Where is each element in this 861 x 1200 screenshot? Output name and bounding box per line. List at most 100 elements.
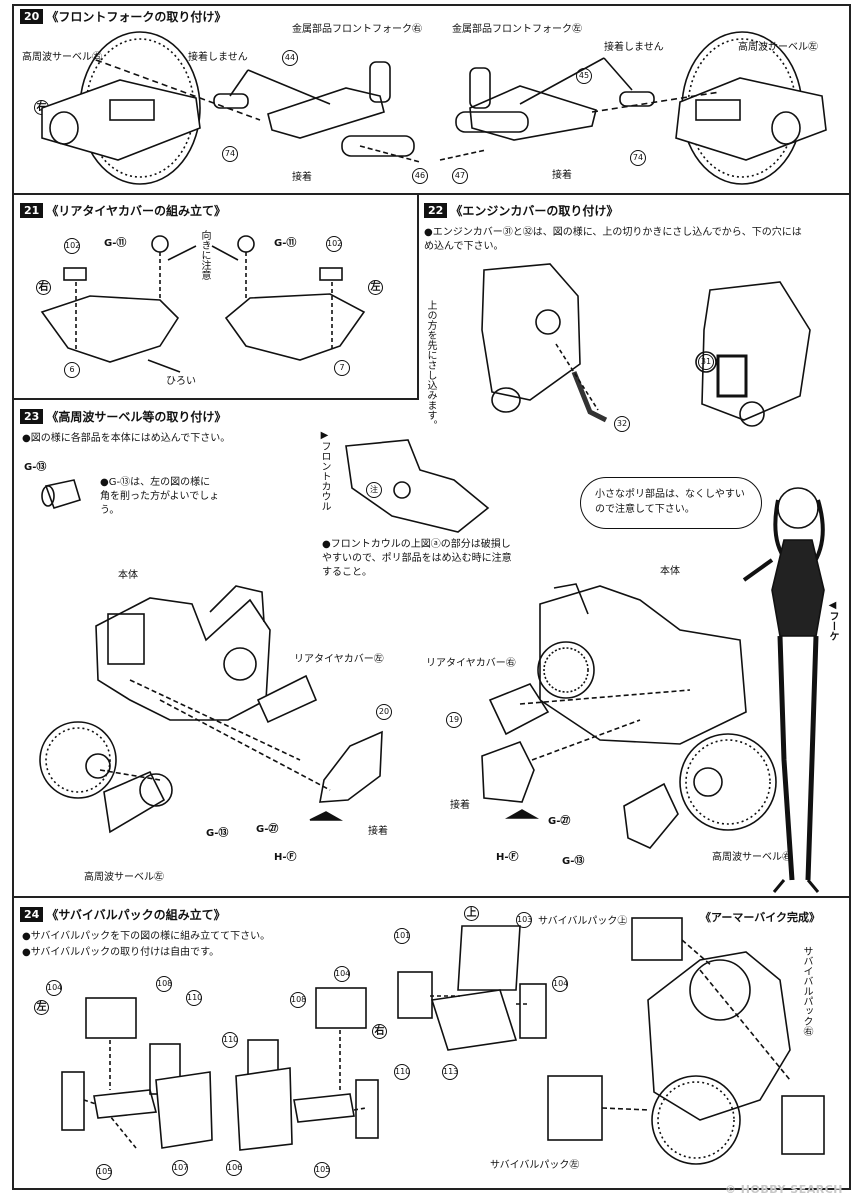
divider-21-22 <box>417 193 419 399</box>
part-number: 102 <box>64 238 80 254</box>
part-number: 20 <box>376 704 392 720</box>
step-23-header: 23 《高周波サーベル等の取り付け》 <box>20 408 226 425</box>
label-rear-cover-right: リアタイヤカバー㊨ <box>426 658 516 669</box>
part-number: 103 <box>516 912 532 928</box>
step-23-note: ●図の様に各部品を本体にはめ込んで下さい。 <box>22 433 231 444</box>
part-number: 107 <box>172 1160 188 1176</box>
part-number: 6 <box>64 362 80 378</box>
part-number: 104 <box>552 976 568 992</box>
page-frame <box>12 4 851 1190</box>
label-left: 左 <box>368 280 383 295</box>
part-number: 101 <box>394 928 410 944</box>
label-wide: ひろい <box>166 376 196 387</box>
part-number: 31 <box>698 354 714 370</box>
step-number: 23 <box>20 409 44 424</box>
label-saber-left: 高周波サーベル㊧ <box>84 872 164 883</box>
label-hf: H-Ⓕ <box>274 852 297 863</box>
part-number: 19 <box>446 712 462 728</box>
label-g11: G-⑪ <box>104 238 127 249</box>
step-23-illustration <box>39 439 825 893</box>
label-left: 左 <box>34 1000 49 1015</box>
part-number: 105 <box>96 1164 112 1180</box>
cowl-caution-mark: 注 <box>366 482 382 498</box>
label-glue: 接着 <box>450 800 470 811</box>
label-pack-top: サバイバルパック㊤ <box>538 916 628 927</box>
label-g27: G-㉗ <box>256 824 279 835</box>
label-saber-right: 高周波サーベル㊨ <box>22 52 102 63</box>
label-metal-fork-right: 金属部品フロントフォーク㊨ <box>292 24 422 35</box>
label-no-glue: 接着しません <box>604 42 664 53</box>
speech-bubble: 小さなポリ部品は、なくしやすいので注意して下さい。 <box>580 477 762 529</box>
step-number: 24 <box>20 907 44 922</box>
step-24-note-2: ●サバイバルパックの取り付けは自由です。 <box>22 947 220 958</box>
label-glue: 接着 <box>292 172 312 183</box>
label-no-glue: 接着しません <box>188 52 248 63</box>
part-number: 32 <box>614 416 630 432</box>
label-fuke: ◀フーケ <box>827 600 838 641</box>
part-number: 46 <box>412 168 428 184</box>
label-hf: H-Ⓕ <box>496 852 519 863</box>
step-20-illustration <box>41 31 827 185</box>
label-rear-cover-left: リアタイヤカバー㊧ <box>294 654 384 665</box>
part-number: 104 <box>46 980 62 996</box>
step-22-header: 22 《エンジンカバーの取り付け》 <box>424 202 618 219</box>
label-g13: G-⑬ <box>206 828 229 839</box>
label-body: 本体 <box>118 570 138 581</box>
cowl-note: ●フロントカウルの上図ⓐの部分は破損しやすいので、ポリ部品をはめ込む時に注意する… <box>322 539 512 578</box>
part-number: 74 <box>222 146 238 162</box>
part-number: 7 <box>334 360 350 376</box>
step-24-note-1: ●サバイバルパックを下の図の様に組み立てて下さい。 <box>22 931 271 942</box>
step-21-illustration <box>40 235 366 373</box>
part-number: 74 <box>630 150 646 166</box>
step-number: 20 <box>20 9 44 24</box>
part-number: 105 <box>314 1162 330 1178</box>
g13-note: ●G-⑬は、左の図の様に角を削った方がよいでしょう。 <box>100 477 220 516</box>
step-title: 《リアタイヤカバーの組み立て》 <box>46 204 226 218</box>
part-number: 108 <box>290 992 306 1008</box>
label-body: 本体 <box>660 566 680 577</box>
part-number: 102 <box>326 236 342 252</box>
label-pack-left: サバイバルパック㊧ <box>490 1160 580 1171</box>
label-front-cowl: ▶フロントカウル <box>319 430 330 511</box>
label-right: 右 <box>372 1024 387 1039</box>
label-metal-fork-left: 金属部品フロントフォーク㊧ <box>452 24 582 35</box>
step-20-header: 20 《フロントフォークの取り付け》 <box>20 8 226 25</box>
label-saber-right: 高周波サーベル㊨ <box>712 852 792 863</box>
step-title: 《エンジンカバーの取り付け》 <box>450 204 619 218</box>
step-title: 《高周波サーベル等の取り付け》 <box>46 410 227 424</box>
watermark: © HOBBY SEARCH <box>724 1183 843 1196</box>
label-right: 右 <box>36 280 51 295</box>
part-number: 47 <box>452 168 468 184</box>
step-22-illustration <box>481 263 811 427</box>
part-number: 104 <box>334 966 350 982</box>
label-g13: G-⑬ <box>24 462 47 473</box>
part-number: 108 <box>156 976 172 992</box>
label-top: 上 <box>464 906 479 921</box>
step-title: 《フロントフォークの取り付け》 <box>46 10 227 24</box>
step-24-header: 24 《サバイバルパックの組み立て》 <box>20 906 226 923</box>
step-title: 《サバイバルパックの組み立て》 <box>46 908 226 922</box>
label-g13: G-⑬ <box>562 856 585 867</box>
divider-23 <box>12 896 851 898</box>
label-orientation-caution: 向きに注意 <box>199 230 210 280</box>
step-number: 22 <box>424 203 448 218</box>
label-glue: 接着 <box>552 170 572 181</box>
divider-20 <box>12 193 851 195</box>
part-number: 113 <box>442 1064 458 1080</box>
step-22-note: ●エンジンカバー㉛と㉜は、図の様に、上の切りかきにさし込んでから、下の穴にはめ込… <box>424 227 802 252</box>
step-number: 21 <box>20 203 44 218</box>
label-g11: G-⑪ <box>274 238 297 249</box>
label-pack-right: サバイバルパック㊨ <box>801 946 812 1036</box>
part-number: 110 <box>222 1032 238 1048</box>
divider-22 <box>12 398 419 400</box>
part-number: 44 <box>282 50 298 66</box>
part-number: 110 <box>394 1064 410 1080</box>
label-glue: 接着 <box>368 826 388 837</box>
step-21-header: 21 《リアタイヤカバーの組み立て》 <box>20 202 226 219</box>
part-number: 106 <box>226 1160 242 1176</box>
label-complete: 《アーマーバイク完成》 <box>700 911 821 924</box>
label-g27: G-㉗ <box>548 816 571 827</box>
label-insert-top-first: 上の方を先にさし込みます。 <box>425 300 436 430</box>
part-number: 110 <box>186 990 202 1006</box>
